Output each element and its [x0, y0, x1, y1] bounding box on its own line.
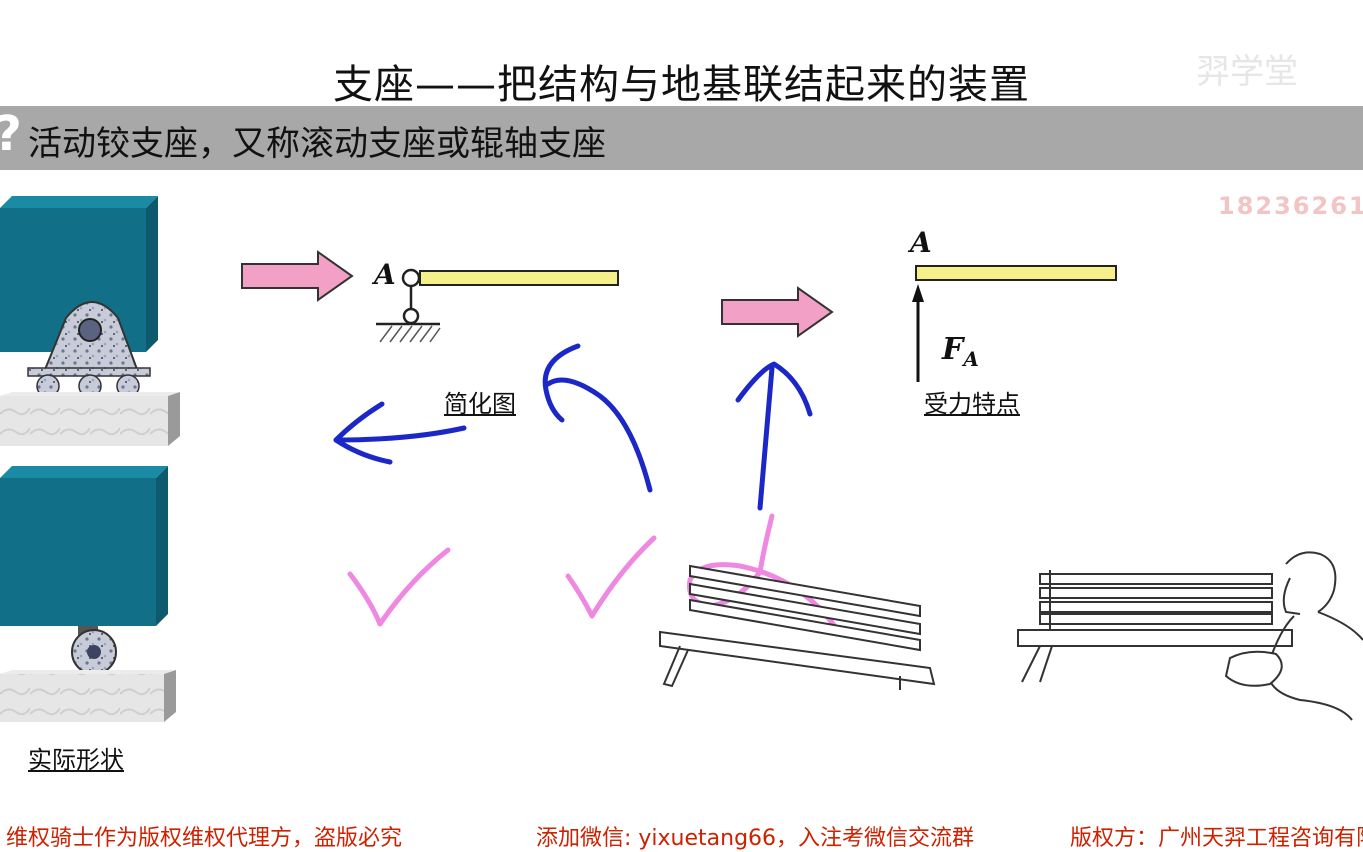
footer-owner-notice: 版权方：广州天羿工程咨询有限 [1070, 826, 1363, 851]
force-fa-label: FA [942, 332, 979, 371]
blue-annotations [333, 343, 813, 511]
page-title: 支座——把结构与地基联结起来的装置 [333, 62, 1030, 108]
watermark-logo: 羿学堂 [1196, 52, 1298, 92]
force-sub: A [963, 347, 979, 371]
footer-copyright-notice: 维权骑士作为版权维权代理方，盗版必究 [6, 826, 403, 851]
footer-wechat-notice: 添加微信: yixuetang66，入注考微信交流群 [536, 826, 975, 851]
pink-arrow-2 [721, 286, 834, 338]
pink-annotations [347, 513, 839, 631]
question-icon: ? [0, 106, 22, 162]
straight-bench-image [1017, 570, 1293, 683]
subtitle-text: 活动铰支座，又称滚动支座或辊轴支座 [28, 124, 606, 164]
pink-arrow-1 [241, 250, 354, 302]
simplified-diagram-label: 简化图 [444, 390, 516, 418]
force-f: F [942, 332, 964, 367]
force-characteristics-label: 受力特点 [924, 390, 1020, 418]
point-a-label: A [374, 258, 396, 291]
force-diagram [912, 265, 1117, 382]
point-a-label-force: A [910, 226, 932, 259]
watermark-phone: 18236261 [1218, 192, 1363, 220]
single-roller-image [0, 466, 176, 722]
actual-shape-label: 实际形状 [28, 746, 124, 774]
roller-support-image [0, 196, 180, 446]
simplified-diagram [376, 268, 619, 343]
tilted-bench-image [659, 564, 936, 690]
subtitle-bar [0, 106, 1363, 170]
person-image [1224, 551, 1363, 721]
